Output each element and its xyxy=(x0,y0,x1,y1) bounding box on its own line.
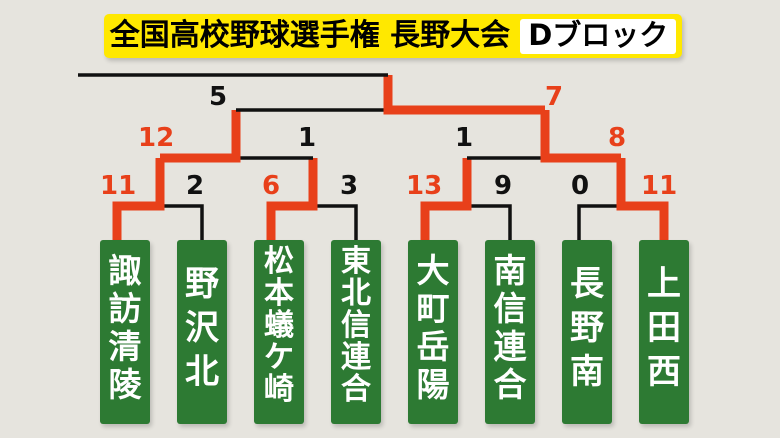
score-r2m2-right: 8 xyxy=(608,123,627,153)
team-name-char: 合 xyxy=(493,364,527,404)
r1-loser-2 xyxy=(425,204,512,240)
team-name-char: 西 xyxy=(647,352,681,393)
score-r2m2-left: 1 xyxy=(455,123,474,153)
team-name-char: 連 xyxy=(341,340,371,376)
team-name-char: 北 xyxy=(185,352,219,393)
team-name-char: 松 xyxy=(264,244,294,279)
team-name-char: 清 xyxy=(108,326,142,366)
r3-winner xyxy=(383,75,545,115)
score-r3-right: 7 xyxy=(545,82,564,112)
score-r3-left: 5 xyxy=(209,82,228,112)
team-box-t3: 松本蟻ケ崎 xyxy=(254,240,304,424)
team-name-char: 上 xyxy=(647,264,681,304)
r2-winner-0 xyxy=(160,110,241,163)
score-r1m2-right: 3 xyxy=(340,171,359,201)
score-r2m1-right: 1 xyxy=(298,123,317,153)
team-name-char: 田 xyxy=(647,308,681,349)
team-box-t7: 長野南 xyxy=(562,240,612,424)
r1-loser-0 xyxy=(117,204,204,240)
score-r1m3-right: 9 xyxy=(494,171,513,201)
r1-winner-1 xyxy=(266,158,318,240)
team-name-char: 陽 xyxy=(416,364,450,404)
team-name-char: 岳 xyxy=(416,326,450,366)
team-box-t2: 野沢北 xyxy=(177,240,227,424)
score-r2m1-left: 12 xyxy=(138,123,175,153)
score-r1m1-right: 2 xyxy=(186,171,205,201)
r1-winner-3 xyxy=(616,158,669,240)
team-name-char: 沢 xyxy=(185,308,219,349)
team-name-char: 蟻 xyxy=(264,308,294,344)
team-name-char: 野 xyxy=(185,264,219,304)
score-r1m2-left: 6 xyxy=(262,171,281,201)
team-box-t1: 諏訪清陵 xyxy=(100,240,150,424)
team-name-char: 合 xyxy=(341,372,371,408)
page-title: 全国高校野球選手権 長野大会 xyxy=(109,18,511,53)
team-name-char: 信 xyxy=(493,288,527,328)
r1-winner-2 xyxy=(420,158,472,240)
team-name-char: 諏 xyxy=(108,251,142,290)
team-name-char: 長 xyxy=(570,264,604,304)
score-r1m4-left: 0 xyxy=(571,171,590,201)
r2-winner-1 xyxy=(540,110,621,163)
team-box-t8: 上田西 xyxy=(639,240,689,424)
score-r1m1-left: 11 xyxy=(100,171,137,201)
team-name-char: 南 xyxy=(493,251,527,290)
team-name-char: 町 xyxy=(416,288,450,328)
r1-loser-3 xyxy=(577,204,664,240)
team-name-char: 大 xyxy=(416,251,450,290)
team-name-char: ケ xyxy=(264,340,294,376)
team-name-char: 連 xyxy=(493,326,527,366)
team-name-char: 東 xyxy=(341,244,371,279)
score-r1m3-left: 13 xyxy=(406,171,443,201)
team-name-char: 崎 xyxy=(264,372,294,408)
r1-loser-1 xyxy=(271,204,358,240)
team-name-char: 野 xyxy=(570,308,604,349)
team-box-t5: 大町岳陽 xyxy=(408,240,458,424)
title-banner: 全国高校野球選手権 長野大会 Dブロック xyxy=(104,14,682,58)
team-name-char: 訪 xyxy=(108,288,142,328)
team-name-char: 信 xyxy=(341,308,371,344)
team-name-char: 南 xyxy=(570,352,604,393)
score-r1m4-right: 11 xyxy=(641,171,678,201)
team-name-char: 本 xyxy=(264,276,294,312)
team-name-char: 陵 xyxy=(108,364,142,404)
team-box-t4: 東北信連合 xyxy=(331,240,381,424)
r1-winner-0 xyxy=(112,158,165,240)
block-badge: Dブロック xyxy=(520,18,677,54)
team-box-t6: 南信連合 xyxy=(485,240,535,424)
team-name-char: 北 xyxy=(341,276,371,312)
